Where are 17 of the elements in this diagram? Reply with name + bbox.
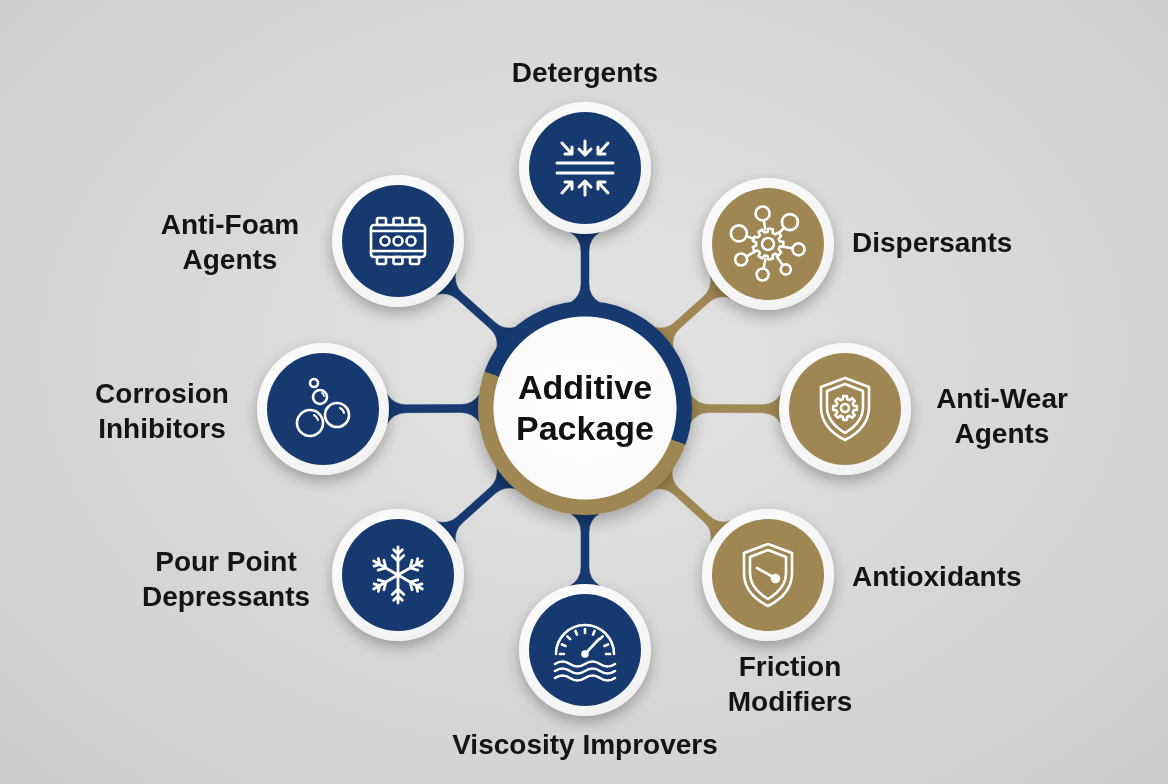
node-label: Viscosity Improvers xyxy=(452,727,718,762)
connector xyxy=(435,272,517,350)
connector xyxy=(386,393,481,424)
node-label: Corrosion Inhibitors xyxy=(95,377,229,446)
node-label: Dispersants xyxy=(852,225,1013,260)
node-label: Anti-Foam Agents xyxy=(160,208,300,277)
hub-label: Additive Package xyxy=(516,366,654,449)
connector xyxy=(569,231,601,304)
connector xyxy=(569,512,601,587)
node-label: Anti-Wear Agents xyxy=(936,382,1068,451)
node-label: Pour Point Depressants xyxy=(141,545,311,614)
connector xyxy=(689,393,782,424)
category-label: Friction Modifiers xyxy=(727,650,853,719)
node-label: Detergents xyxy=(511,55,659,90)
hub-circle xyxy=(478,301,692,515)
connector xyxy=(435,466,517,544)
node-label: Antioxidants xyxy=(852,559,1022,594)
